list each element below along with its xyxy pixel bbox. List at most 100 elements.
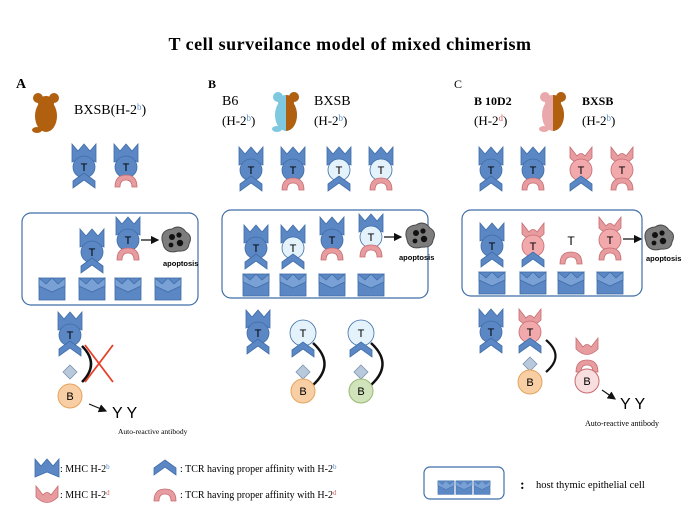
svg-text:B: B	[583, 376, 590, 388]
svg-text:T: T	[253, 243, 260, 255]
svg-text:T: T	[67, 330, 74, 342]
svg-text:T: T	[123, 162, 130, 174]
mhc-diamond-icon	[295, 364, 311, 380]
host-epithelial-cell	[596, 271, 624, 295]
t-cell-donor: T	[610, 146, 634, 191]
svg-text:T: T	[300, 328, 307, 340]
panel-b-host-name: BXSB	[314, 94, 351, 109]
mhc-diamond-icon	[353, 364, 369, 380]
b-cell: B	[290, 378, 316, 404]
t-cell: T	[79, 228, 105, 274]
legend-mhc-b-icon	[34, 458, 60, 478]
interaction-bracket	[545, 339, 557, 373]
interaction-bracket	[312, 342, 326, 386]
t-cell: T	[115, 216, 141, 261]
t-cell-donor: T	[289, 319, 317, 358]
thymus-box-a	[21, 212, 199, 306]
antibody-glyphs: Y Y	[620, 396, 646, 413]
t-cell: T	[245, 309, 271, 355]
svg-text:T: T	[567, 234, 575, 248]
svg-text:T: T	[81, 162, 88, 174]
cross-icon	[84, 344, 114, 383]
svg-text:T: T	[329, 235, 336, 247]
panel-b-donor-hap: (H-2b)	[222, 113, 255, 128]
panel-a-mouse-icon	[32, 93, 59, 133]
interaction-bracket	[370, 342, 384, 386]
t-cell-donor: T	[598, 216, 622, 261]
t-cell: T	[280, 146, 306, 191]
auto-reactive-antibody-label: Auto-reactive antibody	[118, 427, 188, 436]
host-epithelial-cell	[519, 271, 547, 295]
legend-mhc-d-icon	[35, 485, 59, 503]
t-cell-donor: T	[368, 146, 394, 191]
t-cell: T	[479, 222, 505, 268]
mhc-diamond-icon	[522, 356, 538, 372]
panel-b-letter: B	[208, 77, 216, 91]
host-epithelial-cell	[557, 271, 585, 295]
t-cell: T	[57, 311, 83, 357]
t-cell: T	[520, 146, 546, 191]
panel-c-donor-name: B 10D2	[474, 94, 512, 108]
host-epithelial-cell	[318, 273, 346, 297]
interaction-bracket	[81, 345, 93, 383]
figure-title: T cell surveilance model of mixed chimer…	[168, 34, 531, 54]
t-cell-plain: T	[559, 234, 583, 265]
t-cell: T	[319, 216, 345, 261]
t-cell: T	[238, 146, 264, 192]
thymus-box-b	[221, 209, 429, 299]
svg-text:B: B	[357, 386, 364, 398]
antibody-glyphs: Y Y	[112, 405, 138, 422]
panel-b-host-hap: (H-2b)	[314, 113, 347, 128]
panel-a-mouse-label: BXSB(H-2b)	[74, 102, 147, 118]
b-cell: B	[57, 383, 83, 409]
apoptosis-label: apoptosis	[399, 253, 434, 262]
apoptosis-label: apoptosis	[163, 259, 198, 268]
t-cell: T	[71, 143, 97, 189]
svg-text:B: B	[526, 377, 533, 389]
panel-c-host-name: BXSB	[582, 94, 613, 108]
mhc-d-icon	[575, 337, 599, 355]
host-epithelial-cell	[357, 273, 385, 297]
legend-tcr-b-label: : TCR having proper affinity with H-2b	[180, 463, 337, 475]
svg-text:T: T	[530, 165, 537, 177]
legend-thymic-label: host thymic epithelial cell	[536, 480, 645, 491]
svg-text:T: T	[607, 235, 614, 247]
legend-mhc-d-label: : MHC H-2d	[60, 489, 110, 501]
t-cell: T	[243, 224, 269, 270]
host-epithelial-cell	[78, 277, 106, 301]
apoptotic-cell-icon	[161, 226, 191, 253]
t-cell: T	[113, 143, 139, 188]
host-epithelial-cell	[478, 271, 506, 295]
legend-tcr-b-icon	[153, 459, 177, 476]
legend-epithelial-cell	[455, 480, 473, 495]
thymus-box-c	[461, 209, 643, 297]
panel-c-letter: C	[454, 77, 462, 91]
apoptotic-cell-icon	[405, 222, 435, 249]
t-cell-donor: T	[358, 213, 384, 258]
panel-c-host-hap: (H-2b)	[582, 113, 615, 128]
legend-tcr-d-icon	[153, 488, 177, 502]
apoptotic-cell-icon	[644, 224, 674, 251]
host-epithelial-cell	[154, 277, 182, 301]
t-cell-donor: T	[521, 222, 545, 268]
chimeric-mouse-icon	[272, 92, 299, 132]
panel-b-donor-name: B6	[222, 94, 238, 109]
svg-text:T: T	[378, 165, 385, 177]
svg-text:T: T	[290, 165, 297, 177]
auto-reactive-antibody-label: Auto-reactive antibody	[585, 419, 659, 428]
legend-epithelial-cell	[473, 480, 491, 495]
t-cell-donor: T	[518, 308, 542, 354]
svg-text:T: T	[530, 241, 537, 253]
host-epithelial-cell	[114, 277, 142, 301]
svg-text:T: T	[255, 328, 262, 340]
legend-tcr-d-label: : TCR having proper affinity with H-2d	[180, 489, 337, 501]
svg-text:B: B	[66, 391, 73, 403]
t-cell: T	[478, 308, 504, 354]
svg-text:T: T	[125, 235, 132, 247]
svg-text:T: T	[368, 232, 375, 244]
b-cell: B	[517, 369, 543, 395]
host-epithelial-cell	[242, 273, 270, 297]
legend: : MHC H-2b : MHC H-2d : TCR having prope…	[34, 458, 645, 503]
svg-text:T: T	[336, 165, 343, 177]
